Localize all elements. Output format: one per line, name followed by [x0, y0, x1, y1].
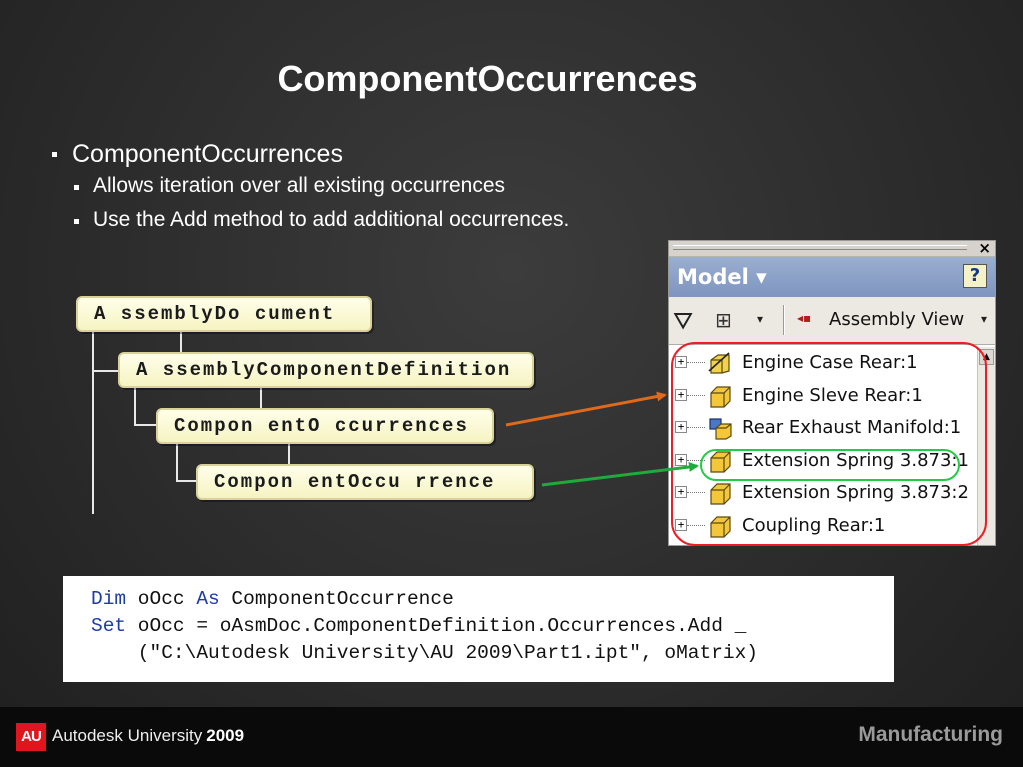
tree-item[interactable]: + Extension Spring 3.873:2 — [669, 477, 979, 510]
node-assembly-document: A ssemblyDo cument — [76, 296, 372, 332]
tree-connector — [176, 480, 198, 482]
tree-connector — [260, 386, 262, 410]
tree-item[interactable]: + Engine Sleve Rear:1 — [669, 380, 979, 413]
item-label: Extension Spring 3.873:2 — [742, 482, 969, 503]
tree-connector — [180, 330, 182, 354]
track-label: Manufacturing — [858, 723, 1003, 746]
code-text: ComponentOccurrence — [219, 588, 454, 610]
part-icon — [710, 385, 731, 408]
code-text: oOcc = oAsmDoc.ComponentDefinition.Occur… — [126, 615, 747, 637]
assembly-icon — [709, 418, 732, 440]
assembly-view-dropdown[interactable]: Assembly View — [829, 309, 965, 330]
tree-connector — [288, 442, 290, 466]
tree-connector — [134, 386, 136, 426]
node-component-occurrence: Compon entOccu rrence — [196, 464, 534, 500]
occurrence-highlight-ring — [700, 449, 960, 481]
drag-grip[interactable] — [673, 245, 967, 250]
item-label: Rear Exhaust Manifold:1 — [742, 417, 962, 438]
brand-text: Autodesk University — [52, 726, 203, 745]
code-keyword: Set — [91, 615, 127, 637]
filter-icon[interactable]: ⛛ — [673, 307, 694, 335]
code-keyword: As — [196, 588, 220, 610]
tree-connector — [687, 524, 705, 526]
tree-item[interactable]: + Rear Exhaust Manifold:1 — [669, 412, 979, 445]
tree-connector — [176, 442, 178, 482]
bullet-text: ComponentOccurrences — [72, 140, 343, 168]
bullet-marker — [74, 185, 79, 190]
bullet-level2: Use the Add method to add additional occ… — [50, 208, 569, 242]
tree-connector — [134, 424, 158, 426]
occurrences-highlight-ring — [671, 342, 987, 546]
occurrence-tree: + Engine Case Rear:1 + Engine Sleve Rear… — [669, 347, 979, 542]
assembly-view-icon: ◂▪ — [797, 311, 812, 325]
tree-connector — [92, 370, 118, 372]
tree-connector — [687, 459, 705, 461]
bullet-text: Use the Add method to add additional occ… — [93, 208, 570, 231]
item-label: Extension Spring 3.873:1 — [742, 449, 969, 471]
code-text: oOcc — [126, 588, 197, 610]
item-label: Coupling Rear:1 — [742, 514, 886, 536]
part-icon — [710, 483, 731, 505]
tree-connector — [687, 427, 705, 428]
panel-header: Model ▾ ? — [669, 257, 995, 297]
item-label: Engine Sleve Rear:1 — [742, 384, 923, 406]
toolbar-separator — [783, 305, 785, 335]
bullet-level1: ComponentOccurrences — [50, 140, 569, 174]
help-icon[interactable]: ? — [963, 264, 987, 288]
bullet-level2: Allows iteration over all existing occur… — [50, 174, 569, 208]
close-icon[interactable]: × — [978, 240, 991, 257]
chevron-down-icon[interactable]: ▾ — [980, 312, 987, 326]
tree-connector — [687, 394, 705, 396]
tree-structure-icon[interactable]: ⊞ — [715, 308, 732, 332]
bullet-marker — [74, 219, 79, 224]
code-sample: Dim oOcc As ComponentOccurrence Set oOcc… — [63, 576, 894, 682]
code-line-3: ("C:\Autodesk University\AU 2009\Part1.i… — [91, 642, 759, 664]
node-assembly-component-definition: A ssemblyComponentDefinition — [118, 352, 534, 388]
tree-connector — [687, 362, 705, 363]
code-keyword: Dim — [91, 588, 127, 610]
expand-icon[interactable]: + — [675, 421, 687, 433]
bullet-list: ComponentOccurrences Allows iteration ov… — [50, 140, 569, 242]
code-line-2: Set oOcc = oAsmDoc.ComponentDefinition.O… — [91, 615, 746, 637]
model-dropdown[interactable]: Model ▾ — [677, 265, 767, 289]
tree-connector — [92, 328, 94, 514]
panel-titlebar[interactable]: × — [669, 241, 995, 257]
expand-icon[interactable]: + — [675, 388, 687, 401]
au-logo: AU — [16, 723, 46, 751]
node-component-occurrences: Compon entO ccurrences — [156, 408, 494, 444]
part-icon — [710, 515, 731, 538]
code-line-1: Dim oOcc As ComponentOccurrence — [91, 588, 454, 610]
model-browser-panel: × Model ▾ ? ⛛ ⊞ ▾ ◂▪ Assembly View ▾ + E… — [668, 240, 996, 546]
bullet-text: Allows iteration over all existing occur… — [93, 174, 506, 197]
chevron-down-icon[interactable]: ▾ — [757, 312, 764, 326]
expand-icon[interactable]: + — [675, 486, 687, 498]
bullet-marker — [52, 152, 57, 157]
object-model-diagram: A ssemblyDo cument A ssemblyComponentDef… — [72, 292, 617, 514]
browser-toolbar: ⛛ ⊞ ▾ ◂▪ Assembly View ▾ — [669, 297, 995, 345]
assembly-icon — [708, 352, 730, 374]
item-label: Engine Case Rear:1 — [742, 352, 918, 373]
slide-title: ComponentOccurrences — [277, 58, 698, 99]
tree-connector — [687, 492, 705, 493]
brand-year: 2009 — [206, 726, 245, 745]
